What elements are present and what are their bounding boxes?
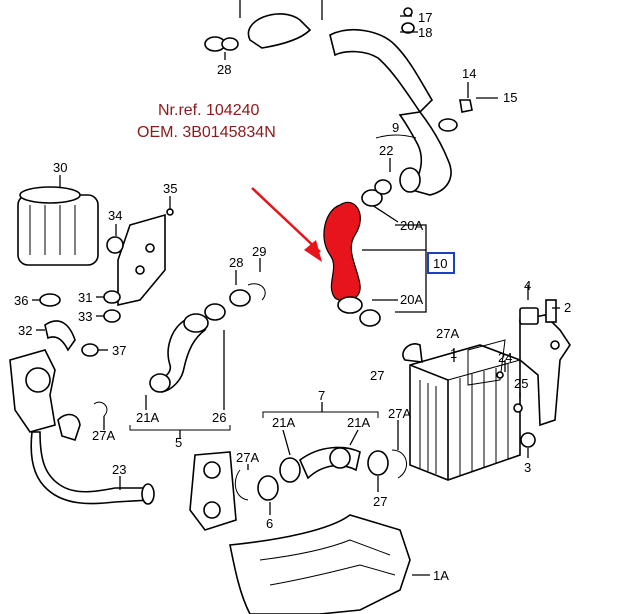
label-20a-top: 20A (400, 218, 423, 233)
ref-number: Nr.ref. 104240 (158, 102, 260, 119)
red-arrow (251, 187, 322, 262)
label-1: 1 (450, 346, 457, 361)
label-27a-mid: 27A (436, 326, 459, 341)
label-9: 9 (392, 120, 399, 135)
label-4: 4 (524, 278, 531, 293)
filter-housing-30 (17, 175, 99, 266)
label-37: 37 (112, 343, 126, 358)
label-7: 7 (318, 388, 325, 403)
label-24: 24 (498, 350, 512, 365)
bracket-35 (106, 196, 174, 307)
highlighted-hose-10 (323, 179, 392, 327)
label-28: 28 (217, 62, 231, 77)
label-18: 18 (418, 25, 432, 40)
label-32: 32 (18, 323, 32, 338)
label-15: 15 (503, 90, 517, 105)
left-pipe-assembly (9, 349, 155, 505)
intercooler-1 (402, 343, 521, 481)
label-29: 29 (252, 244, 266, 259)
air-duct-1A (229, 514, 430, 614)
label-2: 2 (564, 300, 571, 315)
label-21a-c2: 21A (347, 415, 370, 430)
label-27a-center: 27A (236, 450, 259, 465)
label-36: 36 (14, 293, 28, 308)
bracket-10 (362, 224, 455, 313)
label-20a-bottom: 20A (400, 292, 423, 307)
label-21a-c1: 21A (272, 415, 295, 430)
label-34: 34 (108, 208, 122, 223)
label-25: 25 (514, 376, 528, 391)
intercooler-fins (419, 364, 509, 476)
label-30: 30 (53, 160, 67, 175)
label-28b: 28 (229, 255, 243, 270)
label-26: 26 (212, 410, 226, 425)
label-5: 5 (175, 435, 182, 450)
right-bracket (467, 285, 571, 458)
label-27a-right: 27A (388, 406, 411, 421)
label-14: 14 (462, 66, 476, 81)
label-35: 35 (163, 181, 177, 196)
label-33: 33 (78, 309, 92, 324)
upper-hose (204, 7, 473, 196)
label-17: 17 (418, 10, 432, 25)
hose-assembly-5 (129, 258, 266, 438)
hose-assembly-7 (189, 402, 407, 531)
label-27-bottom: 27 (373, 494, 387, 509)
label-6: 6 (266, 516, 273, 531)
label-23: 23 (112, 462, 126, 477)
label-31: 31 (78, 290, 92, 305)
label-22: 22 (379, 143, 393, 158)
label-27a-left: 27A (92, 428, 115, 443)
leader-lines-top (224, 0, 498, 223)
label-27-mid: 27 (370, 368, 384, 383)
label-10: 10 (433, 256, 447, 271)
label-1a: 1A (433, 568, 449, 583)
small-parts-left (32, 290, 121, 357)
label-21a-left: 21A (136, 410, 159, 425)
label-3: 3 (524, 460, 531, 475)
oem-number: OEM. 3B0145834N (137, 124, 276, 141)
